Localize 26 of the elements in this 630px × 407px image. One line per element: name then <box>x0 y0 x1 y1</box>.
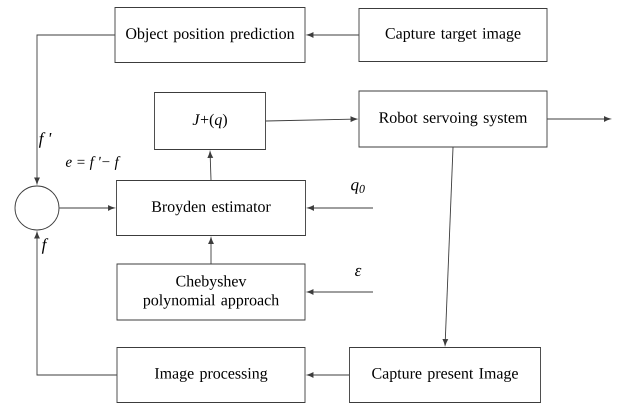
arrow <box>208 237 214 264</box>
arrow <box>442 147 454 346</box>
arrow <box>547 116 611 122</box>
edge-label: ε <box>354 266 362 278</box>
equation-label: e = f '− f <box>66 156 120 170</box>
process-box: Capture target image <box>358 8 548 62</box>
process-box: Image processing <box>116 347 306 403</box>
process-box: Robot servoing system <box>358 90 548 148</box>
process-box: Broyden estimator <box>116 180 306 236</box>
arrow <box>34 232 117 376</box>
process-box: J+(q) <box>154 92 266 150</box>
arrow <box>306 289 374 295</box>
edge-label: q$_{0}$ <box>350 181 366 195</box>
arrow <box>306 372 350 378</box>
summing-junction-circle <box>14 186 60 230</box>
arrow <box>208 151 213 180</box>
process-box: Chebyshev polynomial approach <box>116 264 306 320</box>
process-box: Capture present Image <box>349 347 541 403</box>
arrow <box>307 205 374 211</box>
arrow <box>266 116 358 122</box>
edge-label: f <box>40 237 48 255</box>
arrow <box>59 205 115 211</box>
edge-label: f ' <box>38 131 52 149</box>
arrow <box>306 32 359 38</box>
process-box: Object position prediction <box>114 7 306 63</box>
arrow <box>34 34 115 184</box>
